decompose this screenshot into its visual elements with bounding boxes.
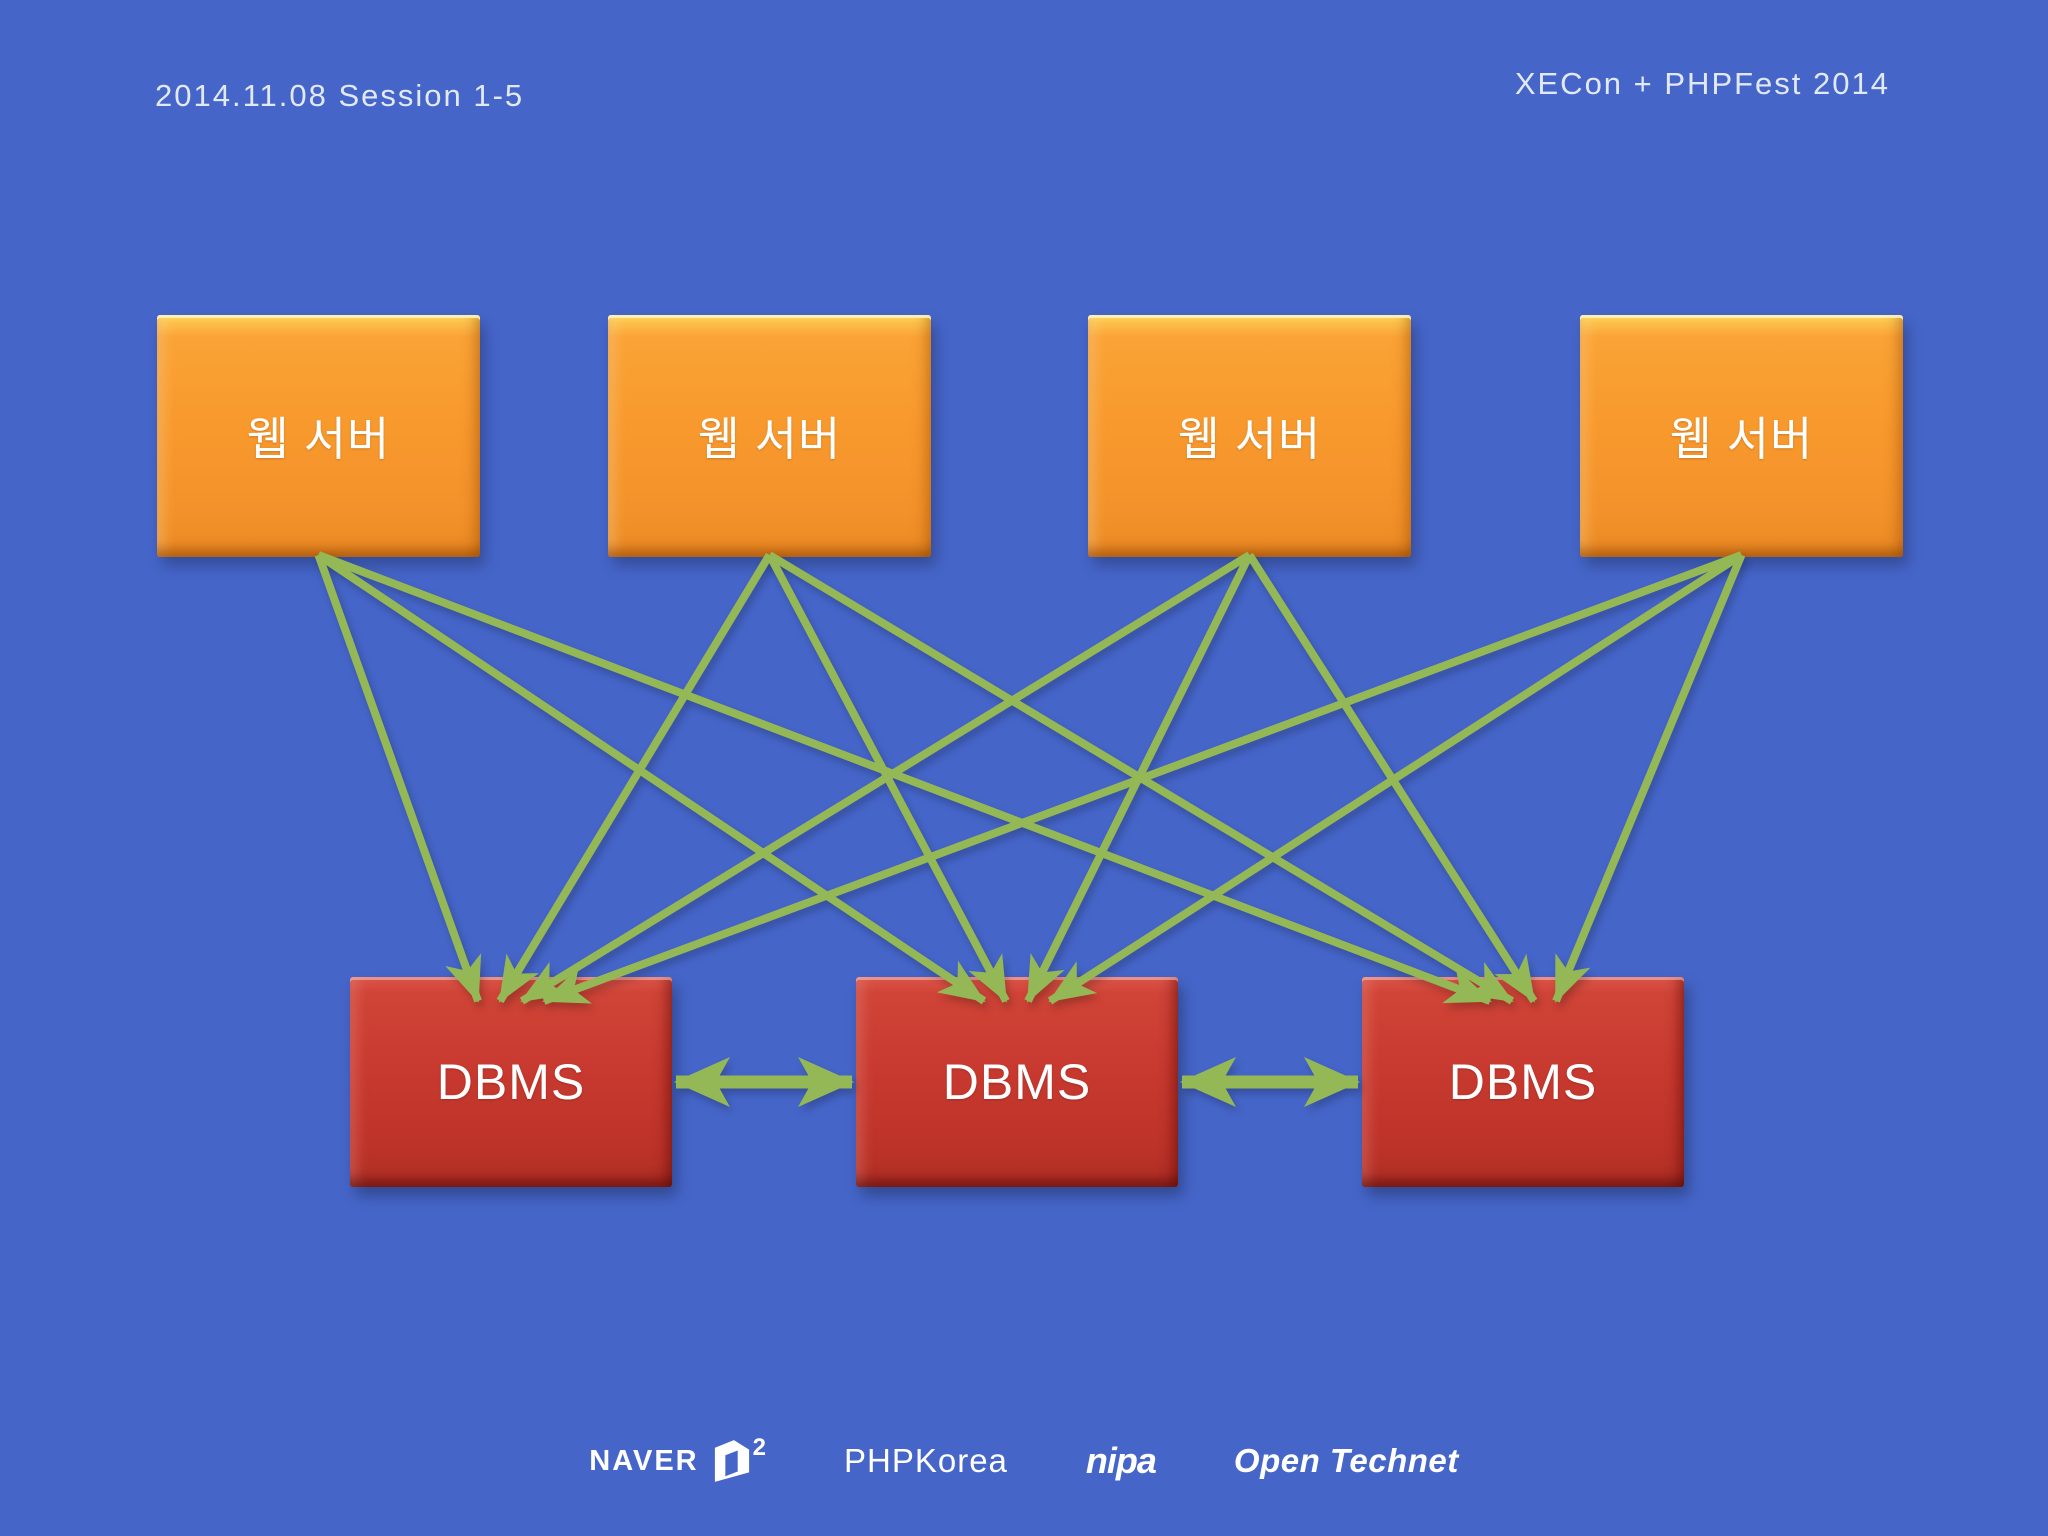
session-label: 2014.11.08 Session 1-5: [155, 78, 525, 113]
web-to-dbms-arrow: [765, 553, 1010, 1003]
web-server-node-2: 웹 서버: [608, 315, 931, 557]
web-to-dbms-arrow: [314, 553, 482, 1003]
dbms-label: DBMS: [942, 1054, 1092, 1110]
open-technet-logo: Open Technet: [1233, 1442, 1459, 1479]
web-server-node-4: 웹 서버: [1580, 315, 1903, 557]
web-server-node-3: 웹 서버: [1088, 315, 1411, 557]
dbms-node-2: DBMS: [856, 977, 1178, 1187]
web-server-label: 웹 서버: [1177, 413, 1322, 465]
phpkorea-logo: PHPKorea: [843, 1442, 1008, 1479]
web-server-label: 웹 서버: [246, 413, 391, 465]
web-to-dbms-arrow: [1047, 551, 1744, 1005]
web-server-label: 웹 서버: [1669, 413, 1814, 465]
web-to-dbms-arrow: [316, 551, 987, 1005]
web-server-label: 웹 서버: [697, 413, 842, 465]
event-label: XECon + PHPFest 2014: [1514, 66, 1890, 101]
dbms-label: DBMS: [1448, 1054, 1598, 1110]
naver-wordmark: NAVER: [589, 1444, 699, 1477]
web-to-dbms-arrow: [1024, 553, 1254, 1003]
d2-superscript: 2: [752, 1434, 766, 1461]
dbms-node-1: DBMS: [350, 977, 672, 1187]
dbms-node-3: DBMS: [1362, 977, 1684, 1187]
naver-d2-logo: NAVER 2: [589, 1434, 766, 1484]
web-to-dbms-arrow: [496, 552, 773, 1004]
web-to-dbms-arrow: [1552, 553, 1746, 1003]
web-to-dbms-arrow: [542, 551, 1743, 1005]
web-to-dbms-arrow: [767, 551, 1515, 1005]
sponsor-logos-row: NAVER 2 PHPKorea nipa Open Technet: [0, 1434, 2048, 1484]
web-to-dbms-arrow: [1246, 552, 1538, 1004]
nipa-logo: nipa: [1085, 1440, 1157, 1481]
web-to-dbms-arrow: [317, 551, 1492, 1005]
dbms-label: DBMS: [436, 1054, 586, 1110]
web-server-node-1: 웹 서버: [157, 315, 480, 557]
d2-mark-icon: [714, 1440, 749, 1482]
web-to-dbms-arrow: [519, 551, 1252, 1005]
